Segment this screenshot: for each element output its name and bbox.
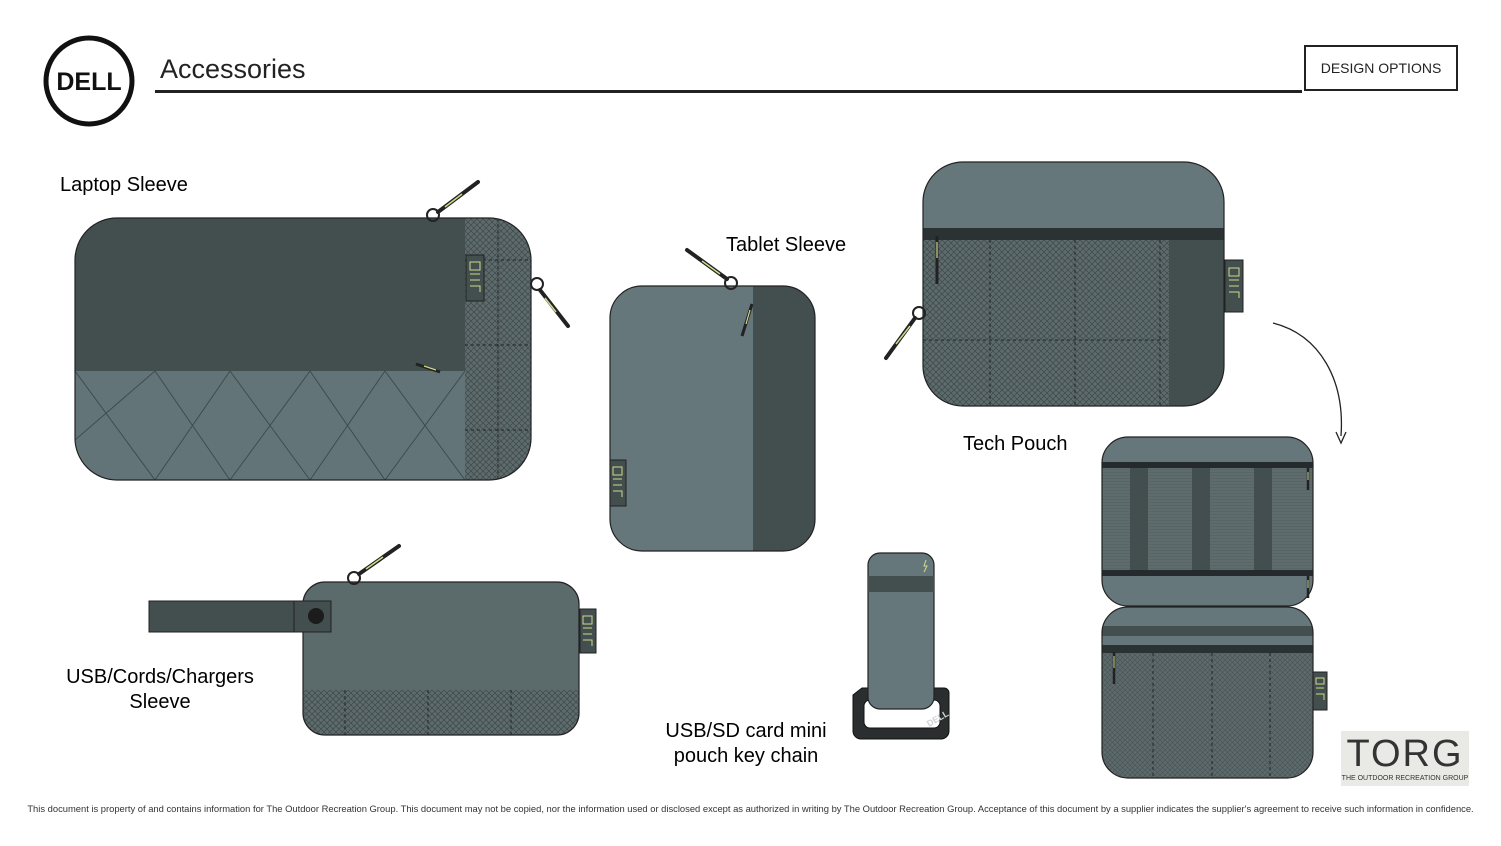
torg-logo-icon: TORG THE OUTDOOR RECREATION GROUP bbox=[1341, 731, 1469, 786]
keychain-label-line1: USB/SD card mini bbox=[665, 720, 827, 742]
laptop-sleeve-label: Laptop Sleeve bbox=[60, 174, 188, 196]
tablet-sleeve-illustration bbox=[609, 248, 816, 552]
curved-arrow-icon bbox=[1272, 322, 1347, 445]
confidentiality-footer: This document is property of and contain… bbox=[27, 803, 1474, 814]
tech-pouch-open-illustration bbox=[1101, 436, 1328, 779]
tech-pouch-label: Tech Pouch bbox=[963, 433, 1068, 455]
design-options-badge: DESIGN OPTIONS bbox=[1304, 45, 1458, 91]
keychain-label-line2: pouch key chain bbox=[673, 745, 819, 767]
dell-logo-text: DELL bbox=[56, 68, 121, 96]
torg-logo-name: TORG bbox=[1346, 733, 1464, 775]
zipper-pull-icon bbox=[415, 180, 570, 374]
laptop-sleeve-illustration bbox=[74, 217, 532, 481]
tech-pouch-illustration bbox=[884, 161, 1244, 407]
usb-sleeve-label-line2: Sleeve bbox=[129, 691, 191, 713]
usb-sleeve-illustration bbox=[148, 544, 597, 736]
tablet-sleeve-label: Tablet Sleeve bbox=[726, 234, 847, 256]
usb-sleeve-label: USB/Cords/Chargers Sleeve bbox=[40, 665, 280, 715]
torg-logo-tagline: THE OUTDOOR RECREATION GROUP bbox=[1341, 775, 1469, 782]
dell-logo-icon: DELL bbox=[43, 35, 135, 127]
keychain-pouch-illustration: DELL bbox=[852, 552, 951, 740]
keychain-label: USB/SD card mini pouch key chain bbox=[636, 719, 856, 769]
page-title: Accessories bbox=[160, 54, 306, 84]
usb-sleeve-label-line1: USB/Cords/Chargers bbox=[66, 666, 254, 688]
title-divider bbox=[155, 90, 1302, 93]
